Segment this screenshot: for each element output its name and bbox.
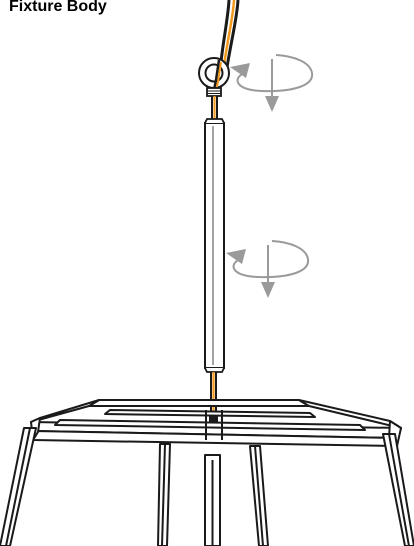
ring-hook-icon bbox=[198, 57, 230, 97]
rotate-arrow-icon bbox=[226, 240, 310, 284]
down-arrow-icon bbox=[261, 282, 275, 298]
down-arrow-icon bbox=[265, 96, 279, 112]
diagram-title: Fixture Body bbox=[9, 0, 107, 15]
rotate-arrow-icon bbox=[230, 54, 314, 98]
fixture-frame bbox=[0, 399, 414, 546]
rod bbox=[204, 118, 225, 373]
